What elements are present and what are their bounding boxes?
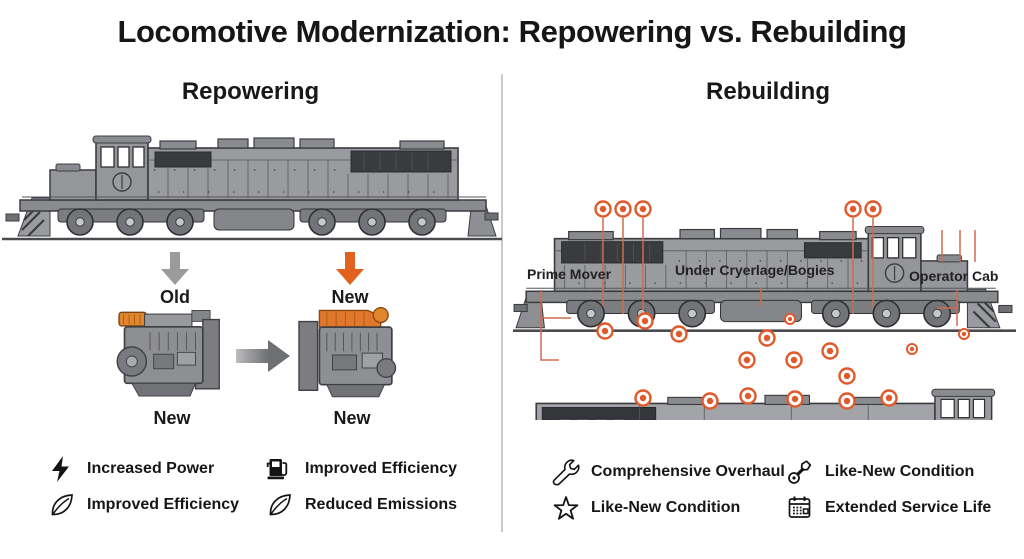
legend-item: Like-New Condition: [552, 491, 786, 524]
legend-item: Like-New Condition: [786, 455, 991, 488]
repowering-legend: Increased Power Improved Efficiency Impr…: [48, 452, 457, 521]
engine-left-label: New: [153, 408, 191, 428]
fuel-pump-icon: [266, 458, 288, 479]
leaf-icon: [269, 493, 291, 515]
legend-item: Increased Power: [48, 452, 266, 485]
legend-label: Extended Service Life: [825, 498, 992, 516]
engine-right-label: New: [333, 408, 371, 428]
orange-down-arrow-icon: [336, 252, 364, 285]
old-engine-illustration: [116, 310, 220, 397]
legend-label: Reduced Emissions: [305, 495, 458, 513]
page-title: Locomotive Modernization: Repowering vs.…: [117, 14, 907, 49]
rebuilding-locomotive-illustration: [513, 200, 1019, 420]
legend-label: Improved Efficiency: [305, 459, 458, 477]
repowering-heading: Repowering: [181, 78, 320, 105]
rebuilding-heading: Rebuilding: [706, 78, 830, 105]
new-engine-illustration: [298, 306, 397, 398]
legend-item: Reduced Emissions: [266, 488, 457, 521]
star-icon: [553, 495, 579, 520]
old-unit-label: Old: [160, 287, 190, 307]
legend-item: Comprehensive Overhaul: [552, 455, 786, 488]
new-unit-label: New: [331, 287, 369, 307]
legend-label: Increased Power: [87, 459, 215, 477]
legend-item: Improved Efficiency: [266, 452, 457, 485]
legend-label: Improved Efficiency: [87, 495, 240, 513]
leaf-icon: [51, 493, 73, 515]
legend-label: Comprehensive Overhaul: [591, 462, 785, 480]
callout-undercarriage-bogies: Under Cryerlage/Bogies: [675, 262, 835, 278]
legend-label: Like-New Condition: [591, 498, 741, 516]
spanner-key-icon: [788, 459, 812, 484]
callout-prime-mover: Prime Mover: [527, 266, 612, 282]
calendar-icon: [788, 496, 811, 518]
wrench-icon: [552, 458, 580, 485]
legend-item: Improved Efficiency: [48, 488, 266, 521]
rebuilding-legend: Comprehensive Overhaul Like-New Conditio…: [552, 455, 991, 524]
gray-down-arrow-icon: [161, 252, 189, 285]
legend-label: Like-New Condition: [825, 462, 975, 480]
legend-item: Extended Service Life: [786, 491, 991, 524]
repowering-locomotive-illustration: [2, 134, 502, 241]
section-divider: [501, 74, 503, 532]
lightning-bolt-icon: [52, 455, 69, 482]
callout-operator-cab: Operator Cab: [909, 268, 999, 284]
transition-right-arrow-icon: [236, 340, 290, 372]
